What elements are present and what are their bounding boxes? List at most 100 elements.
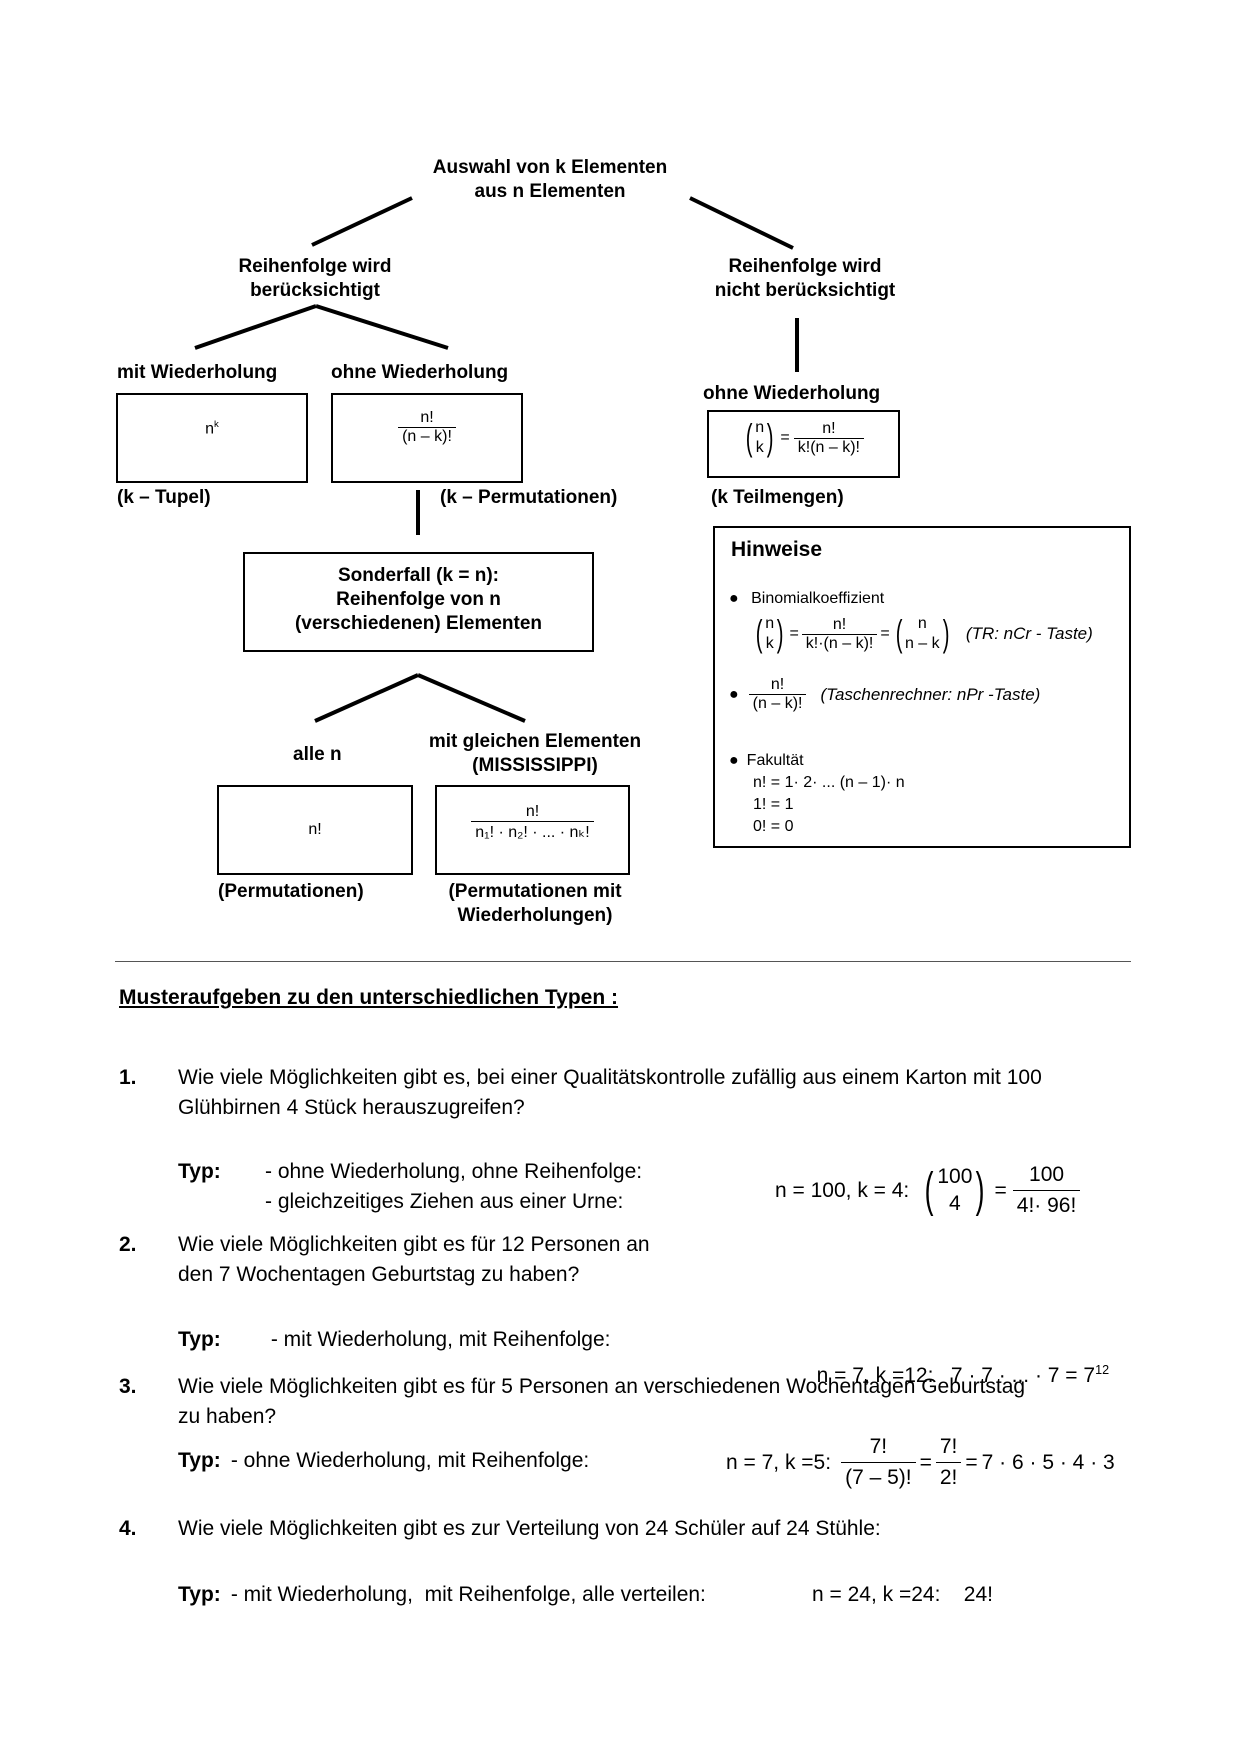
task3-frac1-num: 7! (869, 1435, 888, 1458)
branch-left-line1: Reihenfolge wird (238, 256, 392, 277)
task2-typ: - mit Wiederholung, mit Reihenfolge: (265, 1328, 611, 1351)
task4-text: Wie viele Möglichkeiten gibt es zur Vert… (178, 1517, 881, 1540)
task2-text-line2: den 7 Wochentagen Geburtstag zu haben? (178, 1263, 580, 1286)
task1-text-line2: Glühbirnen 4 Stück herauszugreifen? (178, 1096, 525, 1119)
hinweise-item2-den: (n – k)! (748, 694, 807, 713)
task1-frac: 100 4!· 96! (1012, 1160, 1081, 1221)
gleiche-line2: (MISSISSIPPI) (472, 755, 598, 776)
sonderfall-line1: Sonderfall (k = n): (338, 565, 499, 586)
hinweise-item2: ● n! (n – k)! (Taschenrechner: nPr -Tast… (729, 676, 1040, 713)
hinweise-item1-note: (TR: nCr - Taste) (965, 624, 1093, 643)
task4-typ-label: Typ: (178, 1583, 221, 1606)
hinweise-item1-formula: ( n k ) = n! k!·(n – k)! = ( n n – k ) (… (753, 614, 1093, 654)
task3-frac2: 7! 2! (935, 1432, 962, 1493)
hinweise-item3-line1: n! = 1· 2· ... (n – 1)· n (753, 774, 905, 791)
task3-frac2-num: 7! (939, 1435, 958, 1458)
task2-calc: n = 7, k =12: 7 · 7 · ... · 7 = 712 (805, 1325, 1109, 1391)
formula-multi-num: n! (525, 803, 540, 820)
line-sonder-left (314, 673, 419, 723)
task1-typ-line2: - gleichzeitiges Ziehen aus einer Urne: (265, 1190, 624, 1213)
formula-perm-num: n! (420, 409, 434, 426)
tree-root-line1: Auswahl von k Elementen (432, 157, 668, 178)
task3-typ-label: Typ: (178, 1449, 221, 1472)
box-permutationen: n! (217, 785, 413, 875)
task4-typ: - mit Wiederholung, mit Reihenfolge, all… (225, 1583, 706, 1606)
line-root-left (311, 196, 413, 247)
task1-frac-den: 4!· 96! (1012, 1190, 1081, 1221)
formula-perm-frac: n! (n – k)! (398, 409, 456, 446)
branch-right-line2: nicht berücksichtigt (714, 280, 896, 301)
sonderfall-text: Sonderfall (k = n): Reihenfolge von n (v… (245, 564, 592, 636)
formula-nfak: n! (308, 821, 322, 838)
section-divider (115, 961, 1131, 962)
formula-multi-den: n₁! · n₂! · ... · nₖ! (471, 821, 594, 842)
branch-left-label: Reihenfolge wird berücksichtigt (200, 255, 430, 303)
task3-calc: n = 7, k =5: 7! (7 – 5)! = 7! 2! = 7 · 6… (726, 1432, 1115, 1493)
label-ohne-wiederholung-right: ohne Wiederholung (703, 383, 881, 404)
formula-binom-top: n (755, 419, 765, 436)
sonderfall-line3: (verschiedenen) Elementen (294, 613, 543, 634)
task2-calc-exp: 12 (1095, 1363, 1110, 1377)
line-sonder-right (417, 673, 526, 723)
bullet-icon: ● (729, 590, 739, 607)
formula-nk-base: n (205, 420, 215, 438)
task3-frac2-den: 2! (935, 1462, 962, 1493)
task1-calc-prefix: n = 100, k = 4: (775, 1178, 910, 1202)
task3-text-line2: zu haben? (178, 1405, 277, 1428)
task3-frac1-den: (7 – 5)! (841, 1462, 916, 1493)
task4-number: 4. (119, 1517, 137, 1540)
task1-binom-bottom: 4 (949, 1191, 961, 1215)
branch-right-line1: Reihenfolge wird (728, 256, 882, 277)
hinweise-binom2-top: n (917, 615, 927, 632)
hinweise-eq2: = (880, 625, 890, 642)
task1-binom: ( 100 4 ) (924, 1163, 985, 1218)
task3-number: 3. (119, 1375, 137, 1398)
line-root-right (689, 196, 794, 250)
label-gleiche-elemente: mit gleichen Elementen (MISSISSIPPI) (410, 730, 660, 778)
hinweise-item1-den: k!·(n – k)! (801, 633, 878, 653)
hinweise-binom2-bottom: n – k (904, 635, 940, 652)
label-mit-wiederholung: mit Wiederholung (117, 362, 278, 383)
label-k-teilmengen: (k Teilmengen) (711, 487, 844, 508)
task1-binom-top: 100 (937, 1165, 973, 1189)
formula-nk: nk (118, 419, 306, 438)
label-permutationen: (Permutationen) (218, 881, 364, 902)
hinweise-box: Hinweise ● Binomialkoeffizient ( n k ) =… (713, 526, 1131, 848)
box-k-permutationen: n! (n – k)! (331, 393, 523, 483)
perm-wdh-line2: Wiederholungen) (457, 905, 613, 926)
task1-eq: = (994, 1178, 1007, 1202)
formula-binom-coef: ( n k ) (745, 416, 774, 458)
hinweise-item3-title: Fakultät (746, 752, 804, 769)
task2-typ-label: Typ: (178, 1328, 221, 1351)
task1-typ-line1: - ohne Wiederholung, ohne Reihenfolge: (265, 1160, 643, 1183)
hinweise-item3-line3: 0! = 0 (753, 818, 794, 835)
label-alle-n: alle n (293, 744, 342, 765)
hinweise-item2-num: n! (770, 676, 785, 693)
label-permutationen-wdh: (Permutationen mit Wiederholungen) (430, 880, 640, 928)
formula-binom-num: n! (822, 419, 836, 437)
formula-binom: ( n k ) = n! k!(n – k)! (709, 418, 898, 458)
label-k-permutationen: (k – Permutationen) (440, 487, 618, 508)
tree-root-line2: aus n Elementen (474, 181, 626, 202)
task2-calc-text: n = 7, k =12: 7 · 7 · ... · 7 = 7 (816, 1364, 1096, 1387)
perm-wdh-line1: (Permutationen mit (448, 881, 622, 902)
bullet-icon: ● (729, 752, 739, 769)
task1-calc: n = 100, k = 4: ( 100 4 ) = 100 4!· 96! (775, 1160, 1081, 1221)
task1-text: Wie viele Möglichkeiten gibt es, bei ein… (178, 1063, 1138, 1123)
task3-text: Wie viele Möglichkeiten gibt es für 5 Pe… (178, 1372, 1138, 1432)
task3-typ: - ohne Wiederholung, mit Reihenfolge: (225, 1449, 590, 1472)
formula-binom-bottom: k (755, 439, 764, 456)
gleiche-line1: mit gleichen Elementen (428, 731, 642, 752)
label-ohne-wiederholung: ohne Wiederholung (331, 362, 509, 383)
task1-number: 1. (119, 1066, 137, 1089)
label-k-tupel: (k – Tupel) (117, 487, 211, 508)
task2-text: Wie viele Möglichkeiten gibt es für 12 P… (178, 1230, 778, 1290)
branch-right-label: Reihenfolge wird nicht berücksichtigt (680, 255, 930, 303)
line-left-left (194, 304, 317, 350)
hinweise-title: Hinweise (731, 538, 823, 561)
hinweise-item1-title: Binomialkoeffizient (751, 590, 885, 607)
hinweise-item3: ●Fakultät n! = 1· 2· ... (n – 1)· n 1! =… (729, 750, 905, 838)
task2-text-line1: Wie viele Möglichkeiten gibt es für 12 P… (178, 1233, 650, 1256)
formula-perm: n! (n – k)! (333, 409, 521, 446)
branch-left-line2: berücksichtigt (250, 280, 380, 301)
